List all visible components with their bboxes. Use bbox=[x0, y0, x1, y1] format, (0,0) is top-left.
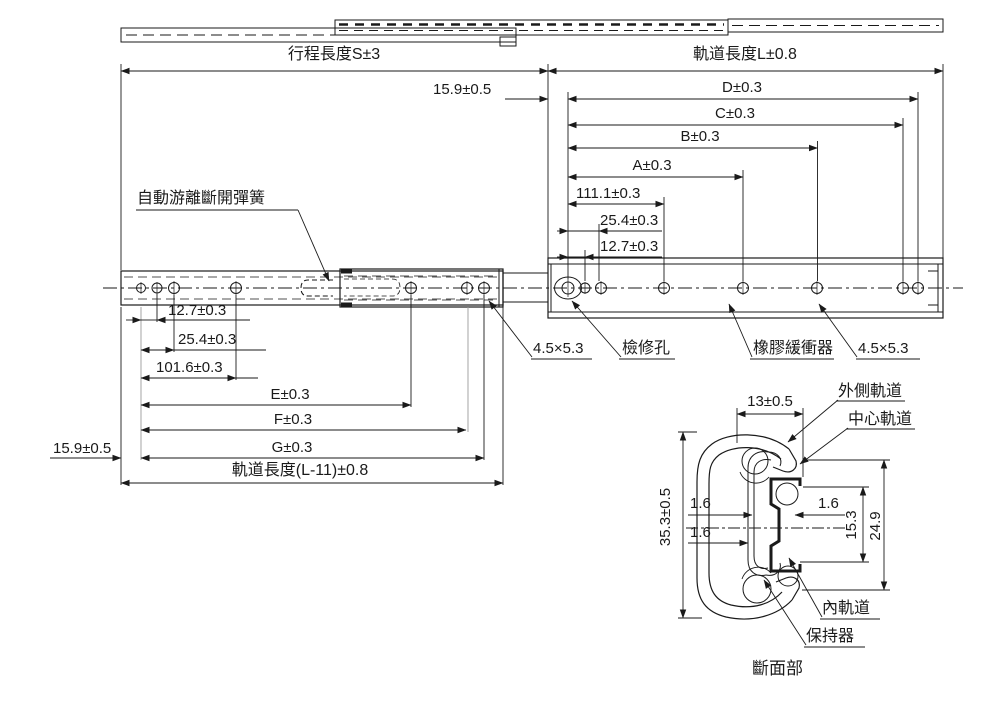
dim-rail-length: 軌道長度L±0.8 bbox=[693, 46, 797, 63]
callout-inspection-hole: 檢修孔 bbox=[622, 340, 671, 357]
dim-d: D±0.3 bbox=[722, 79, 762, 96]
dim-inner-rail-length: 軌道長度(L-11)±0.8 bbox=[231, 462, 369, 479]
dim-111: 111.1±0.3 bbox=[576, 185, 641, 202]
dim-25-right: 25.4±0.3 bbox=[600, 212, 659, 229]
callout-rubber-bumper: 橡膠緩衝器 bbox=[753, 340, 834, 357]
dim-g: G±0.3 bbox=[271, 439, 313, 456]
side-view-rails bbox=[103, 257, 963, 319]
dim-101: 101.6±0.3 bbox=[156, 359, 223, 376]
mounting-holes bbox=[136, 276, 924, 300]
dim-a: A±0.3 bbox=[632, 157, 672, 174]
callout-slot-left: 4.5×5.3 bbox=[533, 340, 584, 357]
top-extended-view bbox=[120, 18, 944, 47]
bottom-left-dimensions bbox=[50, 294, 504, 487]
dim-section-width: 13±0.5 bbox=[747, 393, 793, 410]
dim-mid-height: 24.9 bbox=[866, 511, 884, 541]
callout-release-spring: 自動游離斷開彈簧 bbox=[137, 190, 266, 207]
dim-thickness-bottom: 1.6 bbox=[690, 524, 711, 541]
dim-end-offset-left: 15.9±0.5 bbox=[53, 440, 112, 457]
dim-section-height: 35.3±0.5 bbox=[656, 487, 674, 547]
callout-outer-rail: 外側軌道 bbox=[838, 383, 903, 400]
dim-thickness-right: 1.6 bbox=[818, 495, 839, 512]
dim-b: B±0.3 bbox=[680, 128, 720, 145]
dim-f: F±0.3 bbox=[273, 411, 313, 428]
dim-e: E±0.3 bbox=[270, 386, 310, 403]
side-view-leaders bbox=[136, 209, 920, 360]
callout-retainer: 保持器 bbox=[806, 628, 855, 645]
callout-center-rail: 中心軌道 bbox=[848, 411, 913, 428]
callout-inner-rail: 內軌道 bbox=[822, 600, 871, 617]
dim-12-left: 12.7±0.3 bbox=[168, 302, 227, 319]
section-caption: 斷面部 bbox=[752, 659, 803, 678]
section-view bbox=[678, 399, 915, 648]
dim-12-right: 12.7±0.3 bbox=[600, 238, 659, 255]
dim-c: C±0.3 bbox=[715, 105, 755, 122]
callout-slot-right: 4.5×5.3 bbox=[858, 340, 909, 357]
dim-25-left: 25.4±0.3 bbox=[178, 331, 237, 348]
dim-end-offset-right: 15.9±0.5 bbox=[433, 81, 492, 98]
dim-thickness-top: 1.6 bbox=[690, 495, 711, 512]
top-dimensions bbox=[120, 64, 944, 281]
dim-inner-height: 15.3 bbox=[842, 510, 860, 540]
dim-stroke-length: 行程長度S±3 bbox=[287, 46, 381, 63]
